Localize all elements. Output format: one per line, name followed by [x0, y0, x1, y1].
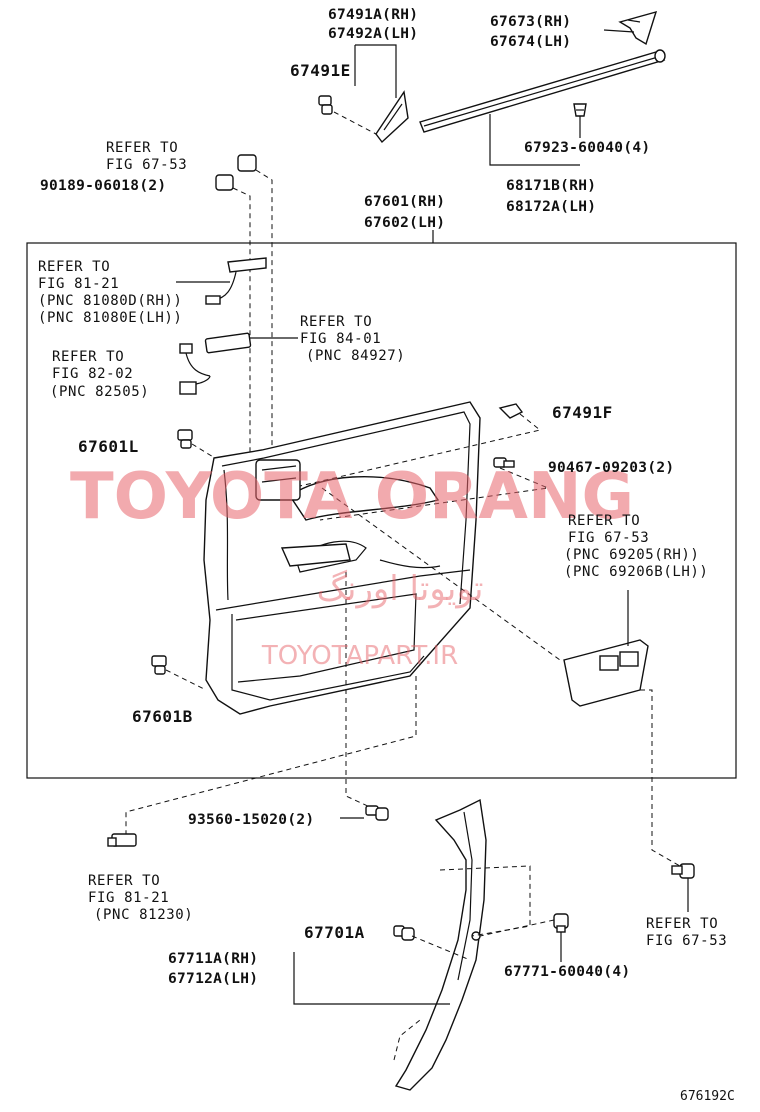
cap-67-53: [237, 154, 273, 460]
label-67711a: 67711A(RH): [168, 951, 258, 967]
label-67491a: 67491A(RH): [328, 7, 418, 23]
ref-8401-3: (PNC 84927): [306, 348, 405, 364]
ref-6753-mid-2: FIG 67-53: [568, 530, 649, 546]
switch-harness-81080: [176, 257, 267, 305]
label-67673: 67673(RH): [490, 14, 571, 30]
label-67674: 67674(LH): [490, 34, 571, 50]
label-67771: 67771-60040(4): [504, 964, 630, 980]
clip-67771: [479, 913, 569, 962]
ref-6753-bot-1: REFER TO: [646, 916, 718, 932]
leader-67711a: [293, 952, 450, 1005]
label-67602: 67602(LH): [364, 215, 445, 231]
clip-67601b: [151, 655, 207, 691]
label-67492a: 67492A(LH): [328, 26, 418, 42]
screw-67-53: [671, 863, 695, 879]
label-93560: 93560-15020(2): [188, 812, 314, 828]
label-67601: 67601(RH): [364, 194, 445, 210]
clip-67601l: [177, 429, 229, 467]
clip-67491e: [318, 95, 377, 135]
ref-8202-1: REFER TO: [52, 349, 124, 365]
ref-8121-4: (PNC 81080E(LH)): [38, 310, 182, 326]
ref-8121-3: (PNC 81080D(RH)): [38, 293, 182, 309]
ref-8121-2: FIG 81-21: [38, 276, 119, 292]
connector-81230: [107, 833, 137, 847]
ref-8121-1: REFER TO: [38, 259, 110, 275]
ref-6753-mid-3: (PNC 69205(RH)): [564, 547, 699, 563]
mirror-cover-part: [375, 90, 409, 144]
label-67701a: 67701A: [304, 923, 365, 942]
switch-base-69205: [563, 590, 681, 867]
label-68171b: 68171B(RH): [506, 178, 596, 194]
label-67491e: 67491E: [290, 61, 351, 80]
belt-moulding-68171b: [419, 49, 666, 133]
ref-6753-mid-4: (PNC 69206B(LH)): [564, 564, 708, 580]
label-67923: 67923-60040(4): [524, 140, 650, 156]
ref-8202-3: (PNC 82505): [50, 384, 149, 400]
ref-8121b-3: (PNC 81230): [94, 907, 193, 923]
watermark-persian: تویوتا اورنگ: [317, 569, 484, 609]
switch-84927: [204, 332, 298, 354]
clip-67923: [573, 103, 587, 128]
corner-piece-67673: [618, 10, 658, 46]
scuff-plate-67711a: [393, 798, 531, 1091]
screw-93560: [365, 805, 389, 821]
ref-8121b-1: REFER TO: [88, 873, 160, 889]
ref-6753-mid-1: REFER TO: [568, 513, 640, 529]
harness-82505: [179, 343, 211, 395]
clip-67491f: [299, 403, 542, 487]
label-67601b: 67601B: [132, 707, 193, 726]
clip-90189: [215, 174, 251, 470]
screw-90467: [319, 457, 550, 521]
watermark-main: TOYOTA ORANG: [70, 460, 634, 534]
leader-67491a: [355, 44, 397, 98]
label-68172a: 68172A(LH): [506, 199, 596, 215]
clip-67701a: [393, 925, 471, 961]
ref-8401-2: FIG 84-01: [300, 331, 381, 347]
ref-8121b-2: FIG 81-21: [88, 890, 169, 906]
door-trim-panel: [203, 401, 481, 715]
label-67491f: 67491F: [552, 403, 613, 422]
label-67712a: 67712A(LH): [168, 971, 258, 987]
label-90467: 90467-09203(2): [548, 460, 674, 476]
figure-code: 676192C: [680, 1089, 735, 1104]
label-67601l: 67601L: [78, 437, 139, 456]
ref-8401-1: REFER TO: [300, 314, 372, 330]
ref-6753-top-1: REFER TO: [106, 140, 178, 156]
label-90189: 90189-06018(2): [40, 178, 166, 194]
ref-8202-2: FIG 82-02: [52, 366, 133, 382]
watermark-site: TOYOTAPART.IR: [261, 641, 458, 671]
assembly-frame: [26, 242, 737, 779]
ref-6753-bot-2: FIG 67-53: [646, 933, 727, 949]
ref-6753-top-2: FIG 67-53: [106, 157, 187, 173]
